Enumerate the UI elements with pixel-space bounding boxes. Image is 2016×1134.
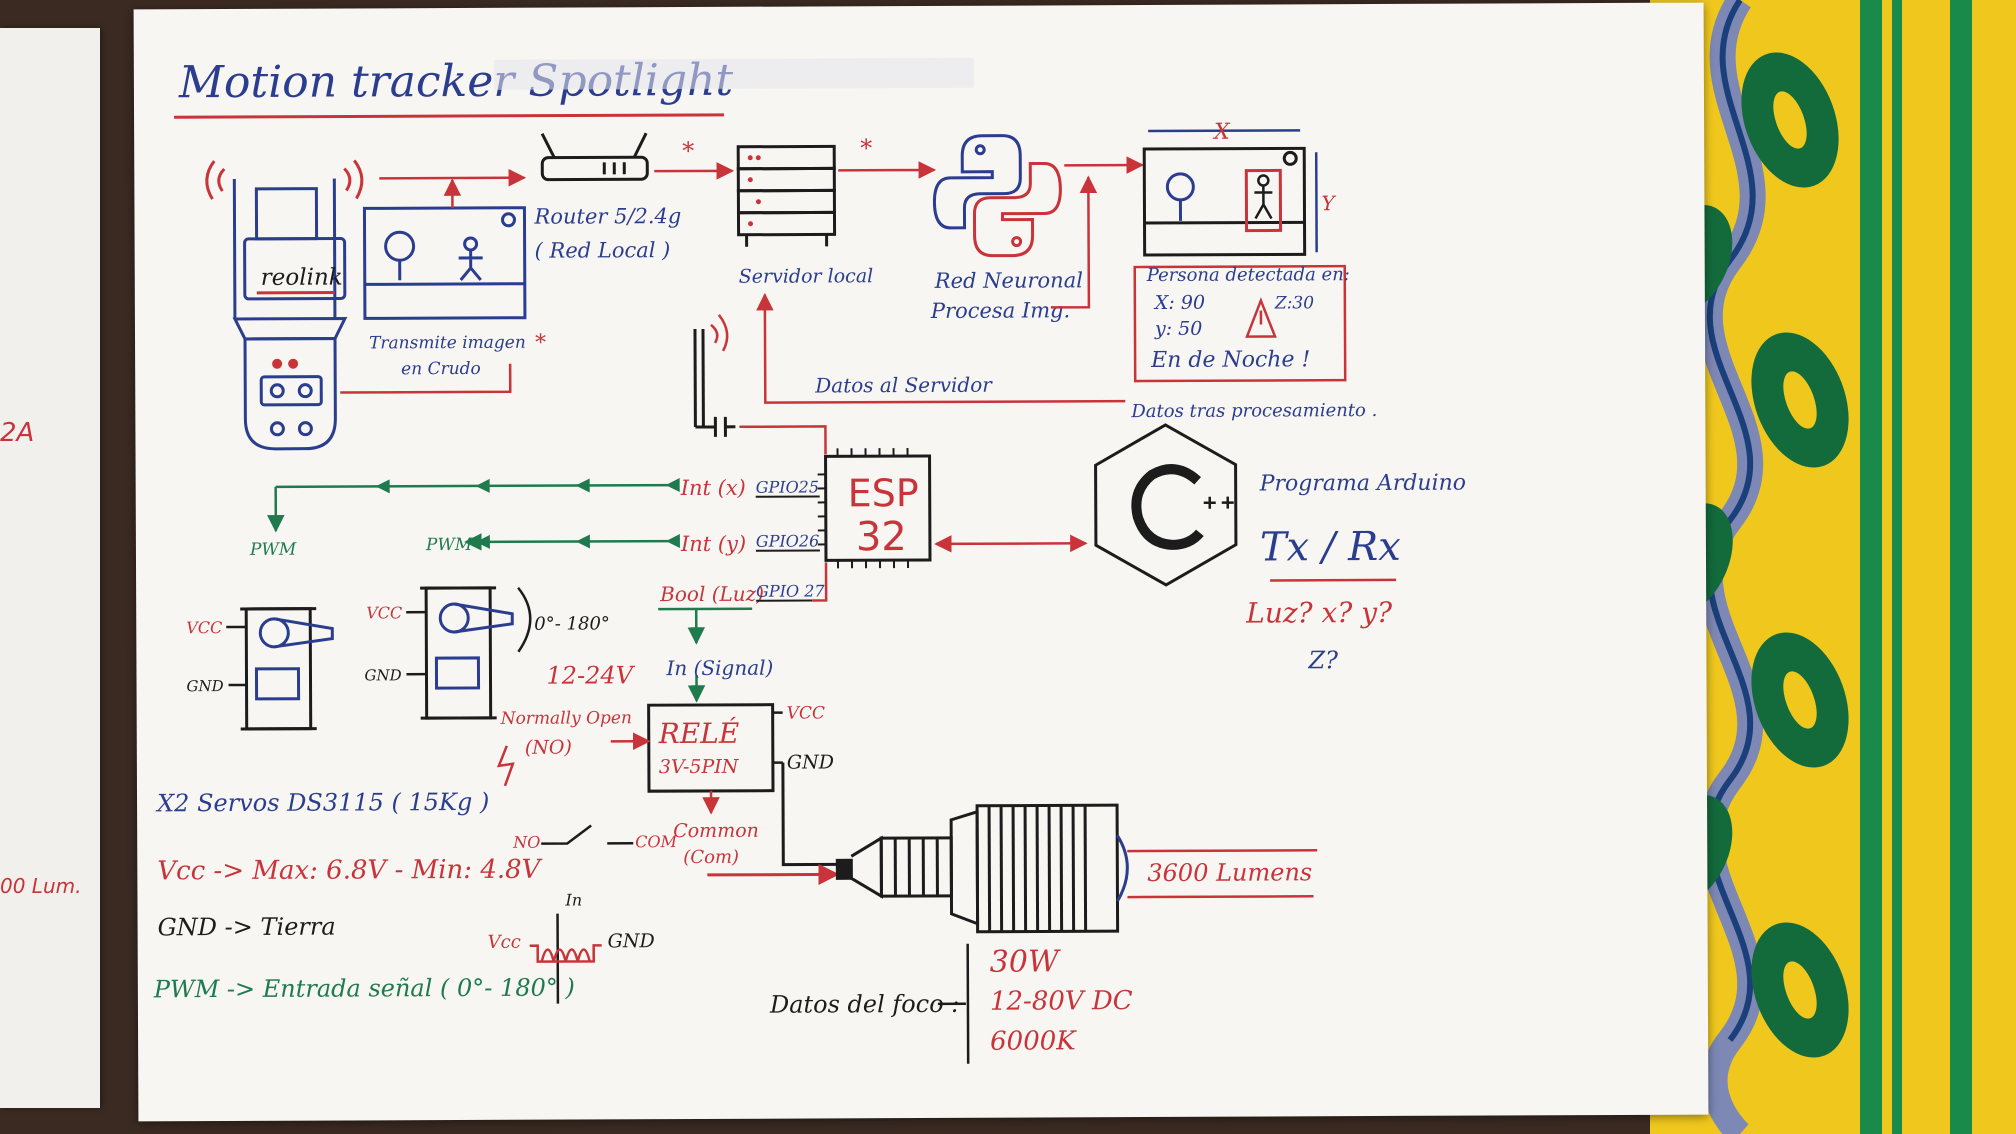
foco-kelvin: 6000K [990, 1026, 1077, 1056]
data-to-server-label: Datos al Servidor [814, 373, 993, 398]
switch-com: COM [635, 832, 677, 851]
diagram-paper: Motion tracker Spotlight reolink Transmi… [133, 2, 1709, 1122]
router-label-line2: ( Red Local ) [535, 238, 671, 263]
servo-2-pwm: PWM [425, 535, 473, 555]
wiring-diagram: Motion tracker Spotlight reolink Transmi… [153, 55, 1466, 1064]
neural-label-line1: Red Neuronal [934, 268, 1083, 293]
asterisk-mark: * [682, 137, 694, 165]
detection-box [1244, 168, 1283, 233]
foco-watts: 30W [990, 944, 1061, 979]
python-logo-icon [932, 134, 1062, 258]
reolink-camera-icon [232, 178, 348, 451]
relay-common-line1: Common [673, 820, 759, 842]
arduino-title: Programa Arduino [1259, 471, 1466, 497]
spotlight-lumens: 3600 Lumens [1147, 858, 1312, 887]
arduino-z: Z? [1307, 646, 1338, 674]
detection-frame [1142, 146, 1307, 257]
detected-title: Persona detectada en: [1146, 264, 1350, 286]
data-after-processing-label: Datos tras procesamiento . [1130, 400, 1377, 422]
asterisk-mark: * [535, 331, 546, 356]
pin-gpio26: GPIO26 [756, 531, 819, 550]
ground-vcc: Vcc [488, 932, 521, 953]
lightning-icon [496, 745, 515, 787]
servo-angle: 0°- 180° [534, 613, 610, 634]
night-label: En de Noche ! [1150, 347, 1310, 373]
asterisk-mark: * [860, 134, 872, 162]
foco-voltage: 12-80V DC [990, 986, 1133, 1017]
servo-1-gnd: GND [186, 677, 223, 695]
note-servos: X2 Servos DS3115 ( 15Kg ) [155, 788, 489, 817]
servo-2-gnd: GND [364, 666, 401, 684]
detected-x: X: 90 [1153, 292, 1205, 314]
pin-gpio27: GPIO 27 [756, 581, 825, 600]
camera-brand: reolink [261, 265, 343, 291]
relay-gnd: GND [787, 751, 834, 773]
local-server-icon [736, 144, 837, 247]
router-label-line1: Router 5/2.4g [533, 204, 681, 229]
relay-voltage: 12-24V [546, 661, 635, 689]
detected-y: y: 50 [1154, 318, 1202, 340]
axis-x-label: X [1212, 120, 1231, 145]
neural-label-line2: Procesa Img. [930, 298, 1070, 323]
spotlight-icon [835, 803, 1129, 934]
detected-z: Z:30 [1274, 293, 1314, 313]
switch-symbol [541, 824, 634, 845]
ground-in: In [564, 890, 582, 909]
relay-vcc: VCC [787, 703, 825, 723]
esp-label-line2: 32 [856, 514, 907, 560]
warning-icon [1245, 297, 1277, 338]
foco-label: Datos del foco : [769, 990, 960, 1019]
esp-label-line1: ESP [848, 471, 919, 515]
servo-1-icon [240, 607, 334, 731]
cpp-logo-icon [1094, 423, 1238, 587]
router-icon [540, 132, 649, 182]
esp32-chip: ESP 32 [817, 448, 932, 569]
raw-image-frame [362, 206, 527, 320]
relay-label-line2: 3V-5PIN [659, 756, 740, 778]
pin-bool: Bool (Luz) [659, 582, 764, 606]
left-fragment-top: 2A [0, 418, 35, 448]
patterned-tablecloth [1650, 0, 2016, 1134]
servo-1-pwm: PWM [249, 540, 297, 560]
esp-antenna-icon [693, 328, 736, 437]
pin-int-y: Int (y) [680, 532, 746, 556]
left-fragment-bottom: 00 Lum. [0, 874, 82, 898]
left-paper-sheet: 2A 00 Lum. [0, 28, 100, 1108]
servo-2-vcc: VCC [366, 603, 402, 622]
relay-common-line2: (Com) [683, 847, 739, 868]
servo-2-icon [420, 586, 532, 720]
relay-label-line1: RELÉ [658, 717, 740, 750]
arduino-txrx: Tx / Rx [1260, 524, 1401, 571]
note-gnd: GND -> Tierra [158, 913, 336, 942]
relay-signal: In (Signal) [665, 656, 773, 680]
relay-no-line1: Normally Open [500, 708, 632, 729]
ground-gnd: GND [608, 930, 655, 952]
antenna-wifi-icon [710, 314, 729, 352]
note-vcc: Vcc -> Max: 6.8V - Min: 4.8V [157, 855, 542, 887]
axis-y-label: Y [1321, 191, 1336, 215]
server-label: Servidor local [739, 265, 874, 288]
relay-no-line2: (NO) [525, 737, 572, 759]
pin-gpio25: GPIO25 [756, 477, 819, 496]
note-pwm: PWM -> Entrada señal ( 0°- 180° ) [153, 974, 575, 1004]
camera-wifi-icon [205, 159, 364, 200]
transmit-label-line2: en Crudo [401, 359, 481, 379]
servo-1-vcc: VCC [186, 618, 222, 637]
pin-int-x: Int (x) [680, 476, 746, 500]
blurred-scribble [493, 57, 974, 90]
transmit-label-line1: Transmite imagen [369, 333, 526, 354]
switch-no: NO [512, 833, 540, 852]
person-icon [1254, 174, 1273, 220]
arduino-vars: Luz? x? y? [1245, 596, 1393, 630]
